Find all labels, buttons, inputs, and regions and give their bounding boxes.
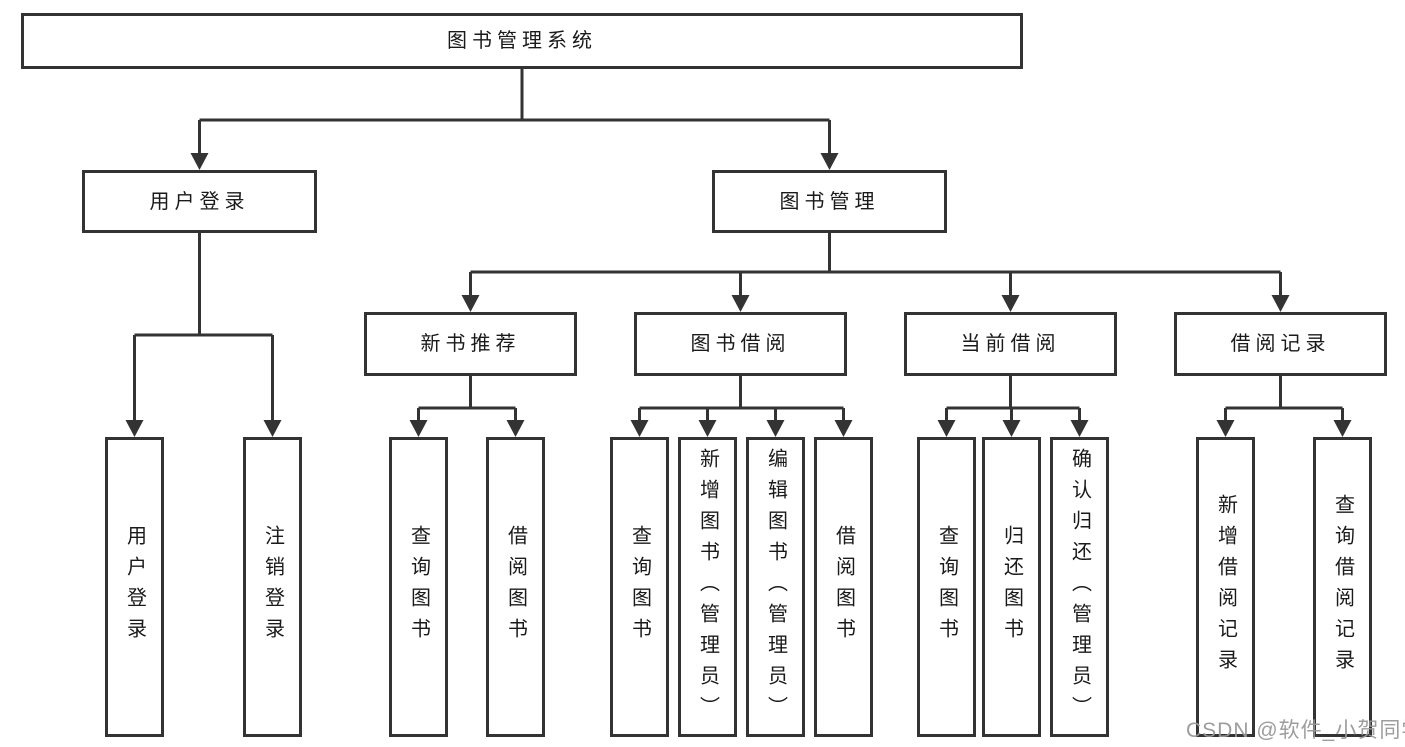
node-root-system-label: 图书管理系统 (447, 30, 597, 52)
leaf-add-books-admin-label: 新增图书（管理员） (696, 447, 719, 727)
node-book-borrowing: 图书借阅 (634, 312, 847, 376)
connector-book-borrow-to-leaves (630, 376, 853, 437)
csdn-watermark: CSDN @软件_小贺同学 (1186, 719, 1405, 742)
connector-user-login-to-leaves (125, 233, 282, 437)
node-root-system: 图书管理系统 (21, 13, 1023, 69)
connector-root-to-level2 (190, 69, 839, 170)
arrowhead (461, 295, 1290, 312)
arrowhead (125, 420, 282, 437)
node-borrowing-records-label: 借阅记录 (1230, 333, 1331, 355)
leaf-query-books-3: 查询图书 (917, 437, 976, 737)
node-book-borrowing-label: 图书借阅 (690, 333, 791, 355)
node-current-borrowing-label: 当前借阅 (960, 333, 1061, 355)
leaf-add-books-admin: 新增图书（管理员） (678, 437, 737, 737)
node-borrowing-records: 借阅记录 (1174, 312, 1387, 376)
node-book-management-label: 图书管理 (779, 190, 880, 213)
leaf-logout: 注销登录 (243, 437, 302, 737)
leaf-user-login-label: 用户登录 (123, 525, 146, 649)
arrowhead (630, 420, 853, 437)
connector-new-book-to-leaves (409, 376, 525, 437)
leaf-query-books-2: 查询图书 (610, 437, 669, 737)
arrowhead (937, 420, 1089, 437)
leaf-borrow-books-2: 借阅图书 (814, 437, 873, 737)
leaf-confirm-return-admin: 确认归还（管理员） (1050, 437, 1109, 737)
leaf-edit-books-admin-label: 编辑图书（管理员） (764, 447, 787, 727)
leaf-edit-books-admin: 编辑图书（管理员） (746, 437, 805, 737)
connector-book-mgmt-to-level3 (461, 233, 1290, 312)
node-book-management: 图书管理 (712, 170, 947, 233)
leaf-query-books-1-label: 查询图书 (407, 525, 430, 649)
leaf-query-books-3-label: 查询图书 (935, 525, 958, 649)
arrowhead (190, 153, 839, 170)
node-new-book-recommend-label: 新书推荐 (420, 333, 521, 355)
leaf-query-borrow-record-label: 查询借阅记录 (1331, 494, 1354, 680)
connector-borrow-record-to-leaves (1216, 376, 1352, 437)
leaf-user-login: 用户登录 (105, 437, 164, 737)
leaf-return-books-label: 归还图书 (1000, 525, 1023, 649)
node-new-book-recommend: 新书推荐 (364, 312, 577, 376)
leaf-query-books-1: 查询图书 (389, 437, 448, 737)
arrowhead (409, 420, 525, 437)
leaf-return-books: 归还图书 (982, 437, 1041, 737)
leaf-query-borrow-record: 查询借阅记录 (1313, 437, 1372, 737)
node-user-login: 用户登录 (82, 170, 317, 233)
leaf-add-borrow-record: 新增借阅记录 (1196, 437, 1255, 737)
node-current-borrowing: 当前借阅 (904, 312, 1117, 376)
arrowhead (1216, 420, 1352, 437)
leaf-add-borrow-record-label: 新增借阅记录 (1214, 494, 1237, 680)
node-user-login-label: 用户登录 (149, 190, 250, 213)
leaf-query-books-2-label: 查询图书 (628, 525, 651, 649)
leaf-confirm-return-admin-label: 确认归还（管理员） (1068, 447, 1091, 727)
leaf-borrow-books-2-label: 借阅图书 (832, 525, 855, 649)
leaf-logout-label: 注销登录 (261, 525, 284, 649)
connector-current-borrow-to-leaves (937, 376, 1089, 437)
leaf-borrow-books-1: 借阅图书 (486, 437, 545, 737)
leaf-borrow-books-1-label: 借阅图书 (504, 525, 527, 649)
